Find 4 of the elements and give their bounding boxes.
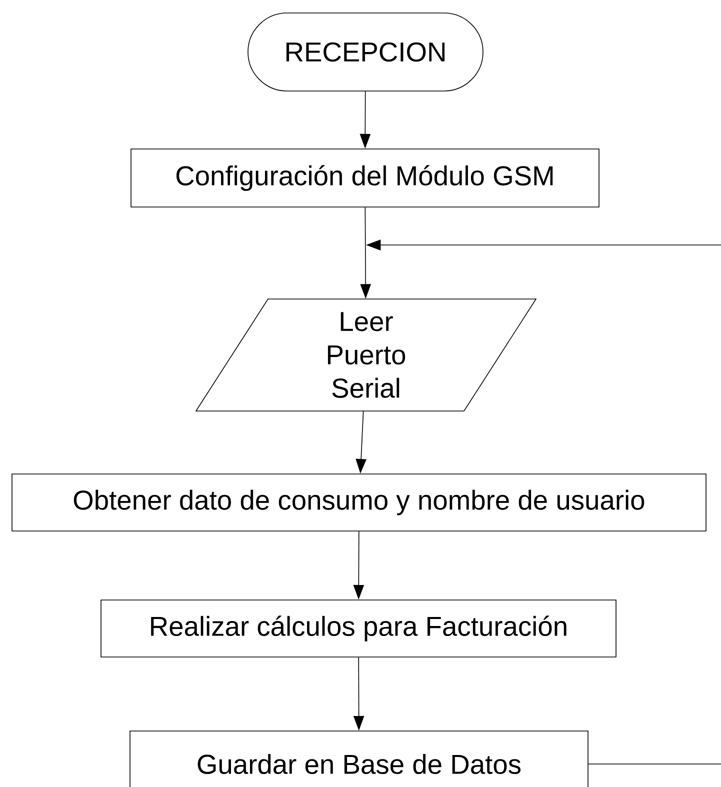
process-box: Realizar cálculos para Facturación (100, 600, 616, 658)
process-box: Guardar en Base de Datos (130, 730, 588, 787)
process-box: Configuración del Módulo GSM (130, 148, 600, 208)
process-box: Obtener dato de consumo y nombre de usuario (12, 474, 706, 532)
